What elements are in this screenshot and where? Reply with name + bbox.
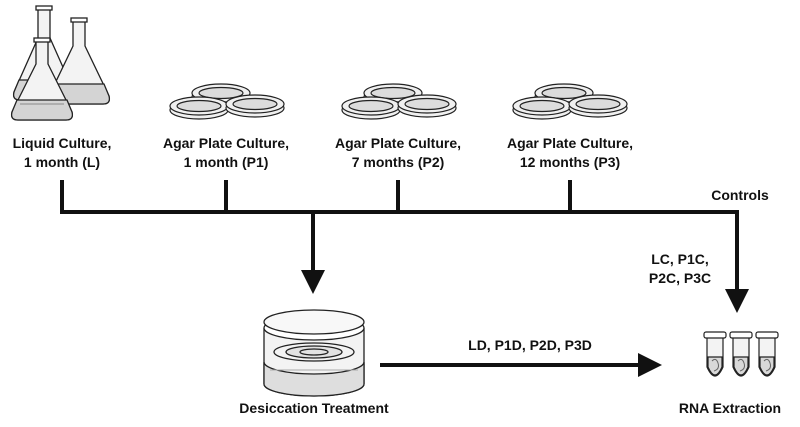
source-label-line2: 7 months (P2): [351, 154, 445, 170]
controls-label: Controls: [711, 187, 769, 203]
controls-samples-line1: LC, P1C,: [651, 251, 709, 267]
source-label-line2: 1 month (P1): [183, 154, 269, 170]
desiccator-icon: [263, 309, 365, 397]
petri-dishes-icon: [512, 83, 628, 120]
source-label-line1: Liquid Culture,: [12, 135, 112, 151]
erlenmeyer-flasks-icon: [10, 5, 111, 121]
connector-lines: [60, 180, 739, 214]
source-label-line1: Agar Plate Culture,: [162, 135, 290, 151]
source-label-p1: Agar Plate Culture, 1 month (P1): [146, 134, 306, 172]
controls-samples-line2: P2C, P3C: [648, 270, 712, 286]
desiccation-treatment-label: Desiccation Treatment: [239, 400, 389, 416]
source-label-line2: 12 months (P3): [519, 154, 621, 170]
petri-dishes-icon: [341, 83, 457, 120]
source-label-line1: Agar Plate Culture,: [506, 135, 634, 151]
source-label-line1: Agar Plate Culture,: [334, 135, 462, 151]
rna-extraction-label: RNA Extraction: [678, 400, 782, 416]
desiccation-samples-label: LD, P1D, P2D, P3D: [468, 337, 592, 353]
source-label-p3: Agar Plate Culture, 12 months (P3): [490, 134, 650, 172]
petri-dishes-icon: [169, 83, 285, 120]
controls-samples-label: LC, P1C, P2C, P3C: [640, 250, 720, 288]
rna-tubes-icon: [703, 331, 779, 377]
source-label-liquid: Liquid Culture, 1 month (L): [2, 134, 122, 172]
source-label-p2: Agar Plate Culture, 7 months (P2): [318, 134, 478, 172]
source-label-line2: 1 month (L): [23, 154, 101, 170]
